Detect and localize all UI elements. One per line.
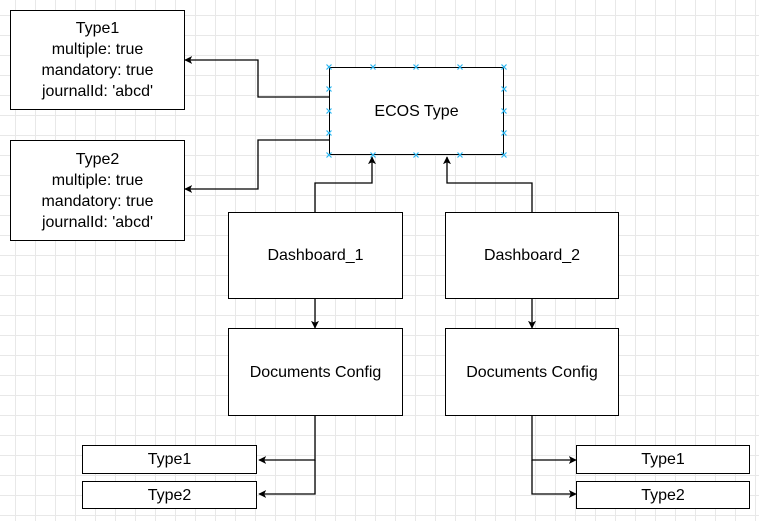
left-type1-box[interactable]: Type1 [82, 445, 257, 474]
selection-handle[interactable] [501, 108, 507, 114]
edge-ecos-to-type1-props[interactable] [184, 56, 329, 98]
type2-properties-multiple: multiple: true [51, 171, 144, 189]
type2-properties-journal-id: journalId: 'abcd' [41, 213, 154, 231]
ecos-type-box[interactable]: ECOS Type [329, 67, 504, 155]
selection-handle[interactable] [326, 86, 332, 92]
selection-handle[interactable] [501, 152, 507, 158]
left-type2-box[interactable]: Type2 [82, 481, 257, 509]
type1-properties-journal-id: journalId: 'abcd' [41, 83, 154, 100]
right-type1-label: Type1 [641, 451, 685, 468]
ecos-type-label: ECOS Type [374, 102, 459, 120]
type1-properties-title: Type1 [75, 20, 120, 37]
type2-properties-title: Type2 [75, 150, 120, 168]
selection-handle[interactable] [457, 152, 463, 158]
selection-handle[interactable] [413, 152, 419, 158]
type1-properties-box[interactable]: Type1 multiple: true mandatory: true jou… [10, 10, 185, 110]
dashboard-1-box[interactable]: Dashboard_1 [228, 212, 403, 299]
right-type2-box[interactable]: Type2 [576, 481, 750, 509]
selection-handle[interactable] [326, 152, 332, 158]
documents-config-2-box[interactable]: Documents Config [445, 328, 619, 416]
dashboard-2-box[interactable]: Dashboard_2 [445, 212, 619, 299]
edge-docs1-to-left-type2[interactable] [258, 460, 316, 498]
selection-handle[interactable] [326, 130, 332, 136]
edge-dashboard2-to-ecos[interactable] [443, 156, 533, 212]
selection-handle[interactable] [501, 64, 507, 70]
dashboard-1-label: Dashboard_1 [267, 247, 364, 264]
documents-config-1-label: Documents Config [249, 363, 382, 381]
selection-handle[interactable] [457, 64, 463, 70]
type1-properties-mandatory: mandatory: true [41, 62, 154, 79]
right-type2-label: Type2 [641, 486, 685, 504]
dashboard-2-label: Dashboard_2 [483, 247, 581, 264]
documents-config-1-box[interactable]: Documents Config [228, 328, 403, 416]
selection-handle[interactable] [370, 152, 376, 158]
left-type2-label: Type2 [147, 486, 192, 504]
type2-properties-mandatory: mandatory: true [41, 192, 154, 210]
edge-docs2-to-right-type2[interactable] [531, 460, 577, 498]
selection-handle[interactable] [326, 64, 332, 70]
selection-handle[interactable] [501, 86, 507, 92]
edge-dashboard1-to-ecos[interactable] [314, 156, 376, 212]
selection-handle[interactable] [413, 64, 419, 70]
left-type1-label: Type1 [147, 451, 192, 468]
selection-handle[interactable] [370, 64, 376, 70]
type2-properties-box[interactable]: Type2 multiple: true mandatory: true jou… [10, 140, 185, 241]
type1-properties-multiple: multiple: true [51, 41, 144, 58]
selection-handle[interactable] [326, 108, 332, 114]
right-type1-box[interactable]: Type1 [576, 445, 750, 474]
selection-handle[interactable] [501, 130, 507, 136]
documents-config-2-label: Documents Config [466, 363, 598, 381]
edge-ecos-to-type2-props[interactable] [184, 139, 329, 193]
